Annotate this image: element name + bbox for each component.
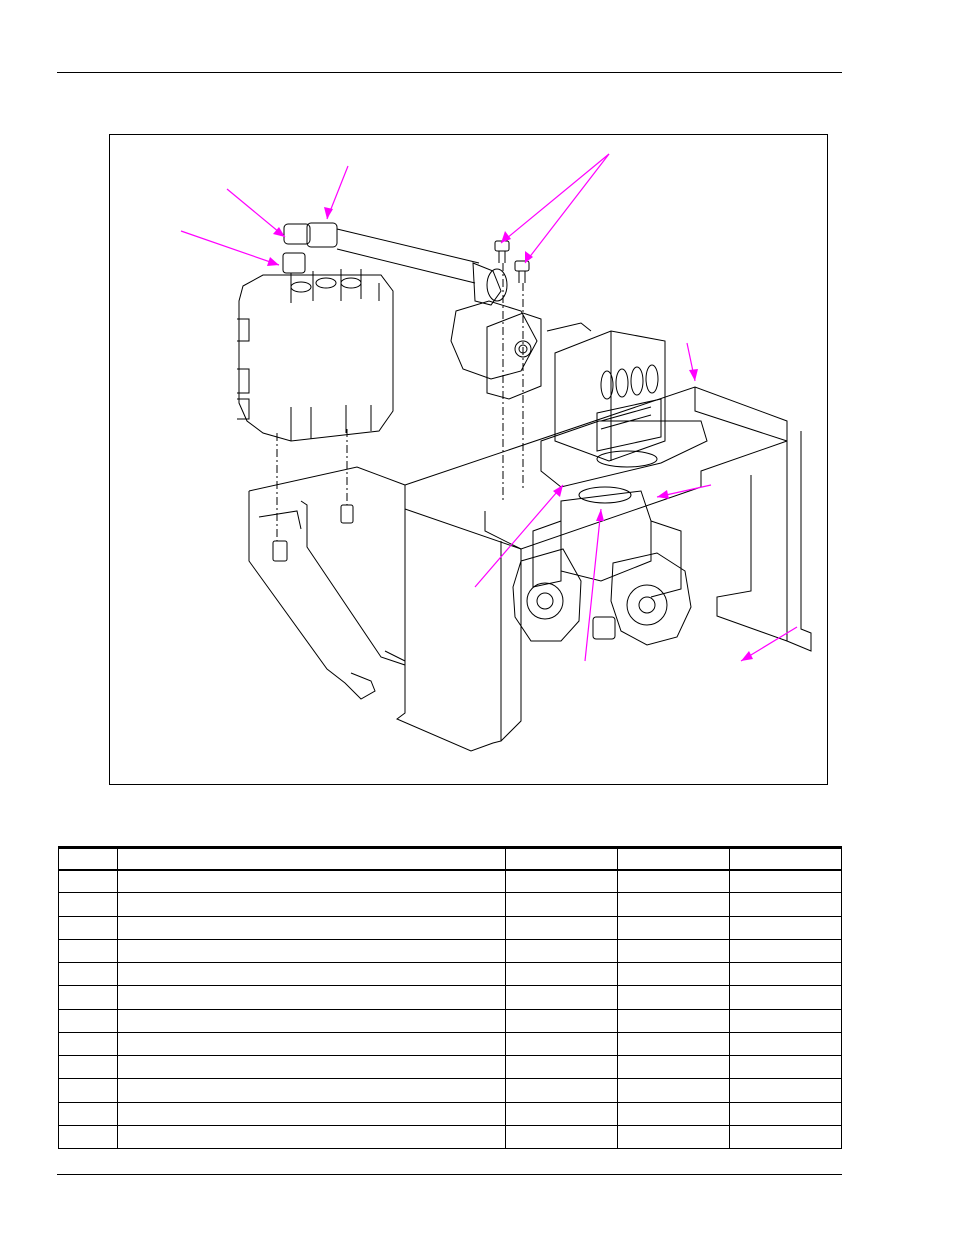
table-cell xyxy=(58,1031,118,1057)
table-cell xyxy=(617,892,730,917)
table-cell xyxy=(729,938,842,964)
table-cell xyxy=(58,961,118,987)
table-cell xyxy=(117,1031,506,1057)
table-cell xyxy=(117,938,506,964)
table-cell xyxy=(117,1054,506,1080)
pipe-assembly xyxy=(282,222,508,306)
table-cell xyxy=(58,1078,118,1103)
table-cell xyxy=(617,1078,730,1103)
table-cell xyxy=(617,1101,730,1126)
table-cell xyxy=(505,915,618,940)
table-cell xyxy=(117,915,506,940)
side-bracket xyxy=(248,466,406,700)
table-cell xyxy=(58,868,118,894)
table-cell xyxy=(729,1008,842,1033)
table-cell xyxy=(505,892,618,917)
main-bracket xyxy=(396,386,812,752)
table-cell xyxy=(117,985,506,1010)
bolts xyxy=(494,240,530,283)
column-header xyxy=(505,846,618,871)
table-row xyxy=(58,1031,842,1057)
exploded-assembly-figure xyxy=(109,134,828,785)
footer-rule xyxy=(57,1174,842,1175)
table-row xyxy=(58,985,842,1010)
header-row xyxy=(58,846,842,871)
table-cell xyxy=(505,1031,618,1057)
table-cell xyxy=(617,1008,730,1033)
table-cell xyxy=(505,985,618,1010)
table-row xyxy=(58,1101,842,1126)
table-cell xyxy=(729,868,842,894)
table-cell xyxy=(505,938,618,964)
table-cell xyxy=(617,985,730,1010)
table-cell xyxy=(617,868,730,894)
callout-arrowheads xyxy=(267,207,753,661)
table-cell xyxy=(729,1054,842,1080)
table-cell xyxy=(729,1031,842,1057)
table-cell xyxy=(729,1101,842,1126)
header-rule xyxy=(57,72,842,73)
column-header xyxy=(617,846,730,871)
table-cell xyxy=(729,985,842,1010)
table-cell xyxy=(58,915,118,940)
column-header xyxy=(117,846,506,871)
table-cell xyxy=(58,985,118,1010)
table-row xyxy=(58,1078,842,1103)
table-cell xyxy=(117,1008,506,1033)
table-row xyxy=(58,1008,842,1033)
table-cell xyxy=(617,961,730,987)
table-cell xyxy=(617,938,730,964)
table-row xyxy=(58,892,842,917)
table-row xyxy=(58,915,842,940)
table-cell xyxy=(58,1054,118,1080)
callout-arrows xyxy=(180,153,798,662)
table-row xyxy=(58,961,842,987)
table-cell xyxy=(505,1008,618,1033)
column-header xyxy=(729,846,842,871)
parts-list-table xyxy=(58,846,842,1150)
table-cell xyxy=(58,938,118,964)
table-cell xyxy=(505,1101,618,1126)
table-row xyxy=(58,868,842,894)
table-cell xyxy=(117,868,506,894)
table-cell xyxy=(617,1054,730,1080)
parts-table-header xyxy=(58,846,842,871)
table-row xyxy=(58,1054,842,1080)
table-cell xyxy=(58,1008,118,1033)
table-cell xyxy=(117,1124,506,1150)
table-cell xyxy=(617,1124,730,1150)
table-cell xyxy=(729,1124,842,1150)
table-cell xyxy=(729,915,842,940)
table-cell xyxy=(117,1101,506,1126)
table-cell xyxy=(117,1078,506,1103)
table-cell xyxy=(58,1101,118,1126)
assembly-lines xyxy=(276,263,524,541)
meter-assembly xyxy=(512,486,692,646)
assembly-drawing xyxy=(180,153,812,752)
display-unit xyxy=(554,330,666,462)
table-cell xyxy=(617,1031,730,1057)
table-row xyxy=(58,938,842,964)
parts-table-body xyxy=(58,868,842,1150)
table-cell xyxy=(505,961,618,987)
table-cell xyxy=(58,892,118,917)
table-cell xyxy=(729,961,842,987)
table-cell xyxy=(617,915,730,940)
table-cell xyxy=(505,1078,618,1103)
table-cell xyxy=(117,961,506,987)
pulser-assembly xyxy=(450,300,592,400)
table-cell xyxy=(505,868,618,894)
table-cell xyxy=(505,1054,618,1080)
table-cell xyxy=(729,1078,842,1103)
table-row xyxy=(58,1124,842,1150)
table-cell xyxy=(505,1124,618,1150)
column-header xyxy=(58,846,118,871)
table-cell xyxy=(58,1124,118,1150)
table-cell xyxy=(117,892,506,917)
valve-block xyxy=(237,269,394,442)
table-cell xyxy=(729,892,842,917)
